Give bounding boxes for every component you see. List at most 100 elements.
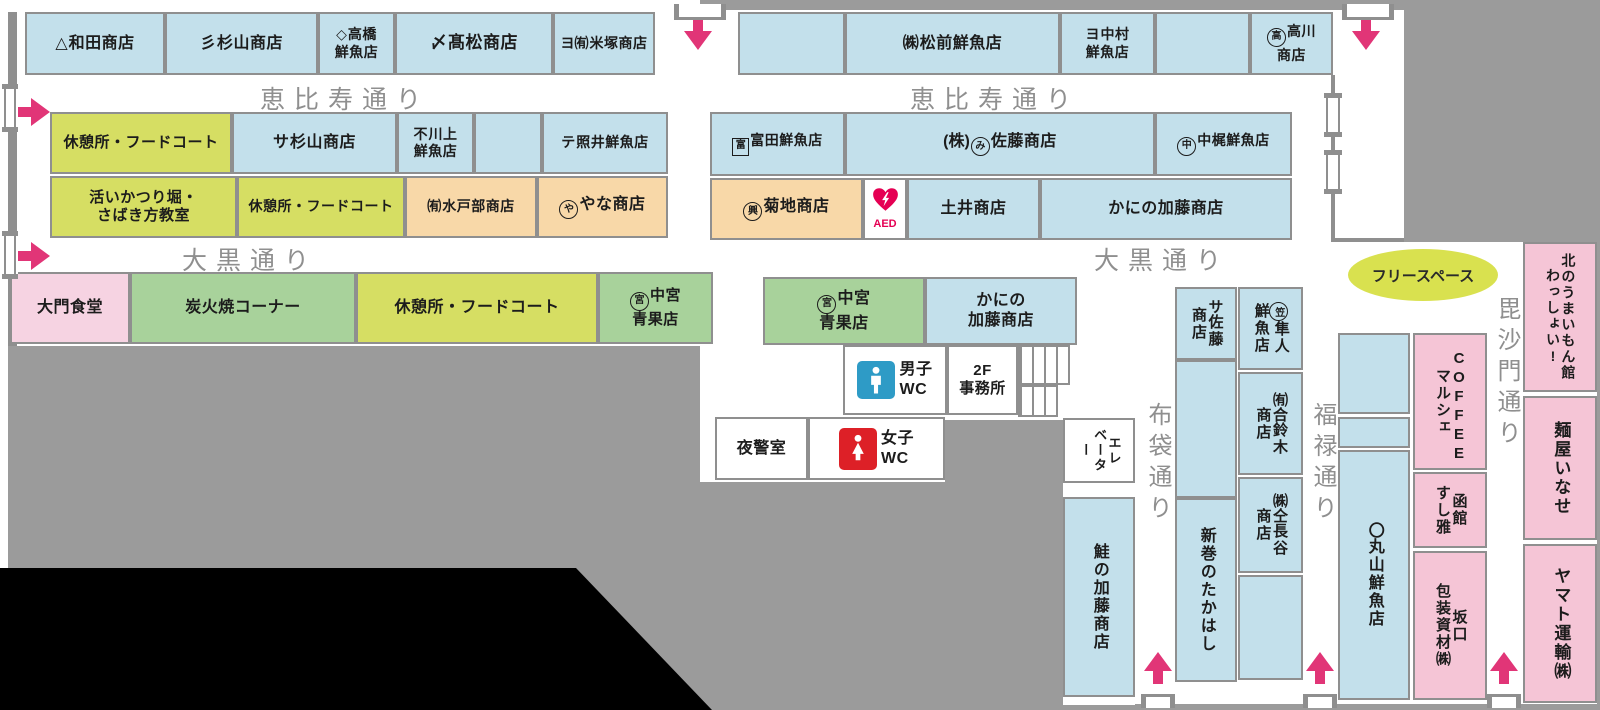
- shop-sato-hotei: サ佐藤 商店: [1175, 287, 1237, 360]
- shop-doi: 土井商店: [907, 178, 1040, 240]
- shop-kani-kato-2: かにの 加藤商店: [925, 277, 1077, 345]
- shop-mark: 〇: [1365, 522, 1383, 538]
- entrance-arrow-top-mid-icon: [684, 18, 712, 50]
- door-west-2-icon: [2, 231, 18, 279]
- shop-terui: テ照井鮮魚店: [542, 112, 668, 174]
- free-space-label: フリースペース: [1371, 267, 1475, 285]
- entrance-arrow-bishamon-icon: [1490, 652, 1518, 684]
- entrance-arrow-left-2-icon: [18, 242, 50, 270]
- shop-yana: ややな商店: [537, 176, 668, 238]
- shop-sugiyama-top: 彡杉山商店: [165, 12, 318, 75]
- door-top-right-icon: [1342, 4, 1394, 20]
- squid-fishing-class: 活いかつり堀・ さばき方教室: [50, 176, 237, 238]
- door-bottom-hotei-icon: [1141, 694, 1175, 708]
- shop-mark-circle: 宮: [817, 294, 837, 314]
- shop-mark-circle: み: [970, 137, 990, 157]
- stairs-lower: [1018, 385, 1058, 417]
- door-bottom-bishamon-icon: [1487, 694, 1521, 708]
- shop-mark: サ: [272, 134, 289, 152]
- shop-mark-circle: 中: [1177, 136, 1197, 156]
- shop-shinmaki-takahashi: 新巻のたかはし: [1175, 498, 1237, 682]
- shop-yamato-transport: ヤマト運輸㈱: [1523, 544, 1597, 703]
- shop-mark: 彡: [199, 34, 216, 52]
- entrance-arrow-left-1-icon: [18, 98, 50, 126]
- shop-mark: ㈱: [902, 34, 919, 52]
- free-space-area: フリースペース: [1348, 249, 1498, 301]
- shop-takamatsu: 〆髙松商店: [395, 12, 553, 75]
- shop-coffee-marche: COFFEE マルシェ: [1413, 333, 1487, 470]
- shop-wada: △和田商店: [25, 12, 165, 75]
- entrance-arrow-fukuroku-icon: [1306, 652, 1334, 684]
- shop-kikuchi: 興菊地商店: [710, 178, 863, 240]
- shop-nakakaji: 中中梶鮮魚店: [1155, 112, 1292, 176]
- empty-stall: [474, 112, 542, 174]
- shop-mark: △: [55, 34, 68, 52]
- shop-mark-circle: 興: [743, 202, 763, 222]
- shop-kani-kato-1: かにの加藤商店: [1040, 178, 1292, 240]
- shop-sugiyama-2: サ杉山商店: [232, 112, 397, 174]
- charcoal-grill-corner: 炭火焼コーナー: [130, 272, 356, 344]
- office-2f: 2F 事務所: [947, 345, 1018, 415]
- empty-stall: [1338, 333, 1410, 414]
- empty-stall: [1155, 12, 1250, 75]
- shop-mark-box: 富: [732, 137, 750, 156]
- male-wc-icon: [857, 361, 896, 399]
- street-bishamon: 毘沙門通り: [1493, 296, 1520, 451]
- aed-station: AED: [863, 178, 907, 240]
- shop-mark: ㈱仝: [1271, 493, 1288, 523]
- stairs-upper: [1018, 345, 1070, 385]
- shop-daimon-shokudo: 大門食堂: [10, 272, 130, 344]
- floor-top-margin: [0, 0, 700, 12]
- shop-mark-circle: 笠: [1268, 302, 1288, 321]
- male-wc-label: 男子 WC: [899, 361, 933, 398]
- west-wall: [8, 12, 17, 346]
- door-east-2-icon: [1324, 150, 1342, 194]
- elevator: エレ ベーター: [1063, 418, 1135, 483]
- shop-hakodate-sushi-masa: 函館 すし雅: [1413, 472, 1487, 548]
- street-daikoku-right: 大黒通り: [1093, 247, 1230, 275]
- shop-menya-inase: 麺屋いなせ: [1523, 396, 1597, 540]
- shop-takagawa: 高高川 商店: [1250, 12, 1333, 75]
- empty-stall: [738, 12, 845, 75]
- shop-mark-circle: 宮: [629, 291, 649, 311]
- shop-tomita: 富富田鮮魚店: [710, 112, 845, 176]
- shop-kita-umaimon-wasshoi: 北のうまいもん館 わっしょい!: [1523, 242, 1597, 392]
- female-wc-icon: [838, 427, 877, 470]
- door-bottom-fukuroku-icon: [1303, 694, 1337, 708]
- map-cutout-region: [0, 568, 712, 710]
- night-watch-room: 夜警室: [715, 417, 808, 480]
- rest-food-court-3: 休憩所・フードコート: [356, 272, 598, 344]
- shop-hayato: 笠隼人 鮮魚店: [1238, 287, 1303, 370]
- street-fukuroku: 福禄通り: [1309, 402, 1336, 526]
- shop-mark-circle: や: [559, 200, 579, 220]
- shop-mark-circle: 高: [1267, 27, 1286, 47]
- floor-left-margin: [0, 0, 8, 568]
- shop-takahashi: ◇高橋 鮮魚店: [318, 12, 395, 75]
- shop-mark: ◇: [336, 26, 347, 43]
- shop-prefix: (株): [943, 132, 970, 150]
- street-ebisu-right: 恵比寿通り: [909, 86, 1080, 114]
- shop-hase: ㈱仝長谷 商店: [1238, 477, 1303, 573]
- empty-stall: [1175, 360, 1237, 498]
- shop-suzuki: ㈲合鈴木 商店: [1238, 372, 1303, 475]
- shop-mark: ヨ: [1085, 26, 1100, 43]
- shop-mark: ㈲: [427, 198, 442, 215]
- shop-kawakami: 不川上 鮮魚店: [397, 112, 474, 174]
- east-corridor-wall-bottom: [1331, 238, 1404, 242]
- shop-sake-kato: 鮭の加藤商店: [1063, 497, 1135, 697]
- shop-mark: ヨ㈲: [560, 34, 589, 51]
- empty-stall: [1338, 417, 1410, 448]
- door-west-1-icon: [2, 84, 18, 132]
- shop-mark: ㈲合: [1271, 391, 1288, 422]
- door-east-1-icon: [1324, 93, 1342, 137]
- shop-nakamiya-2: 宮中宮 青果店: [763, 277, 925, 345]
- street-ebisu-left: 恵比寿通り: [259, 86, 430, 114]
- shop-nakamiya-1: 宮中宮 青果店: [598, 272, 713, 344]
- door-top-mid-icon: [674, 4, 726, 20]
- female-wc: 女子 WC: [808, 417, 945, 480]
- empty-stall: [1238, 575, 1303, 680]
- female-wc-label: 女子 WC: [880, 429, 914, 467]
- shop-sakaguchi-packaging: 坂口 包装資材㈱: [1413, 551, 1487, 700]
- shop-yonezuka: ヨ㈲米塚商店: [553, 12, 655, 75]
- shop-mark: サ: [1206, 299, 1224, 314]
